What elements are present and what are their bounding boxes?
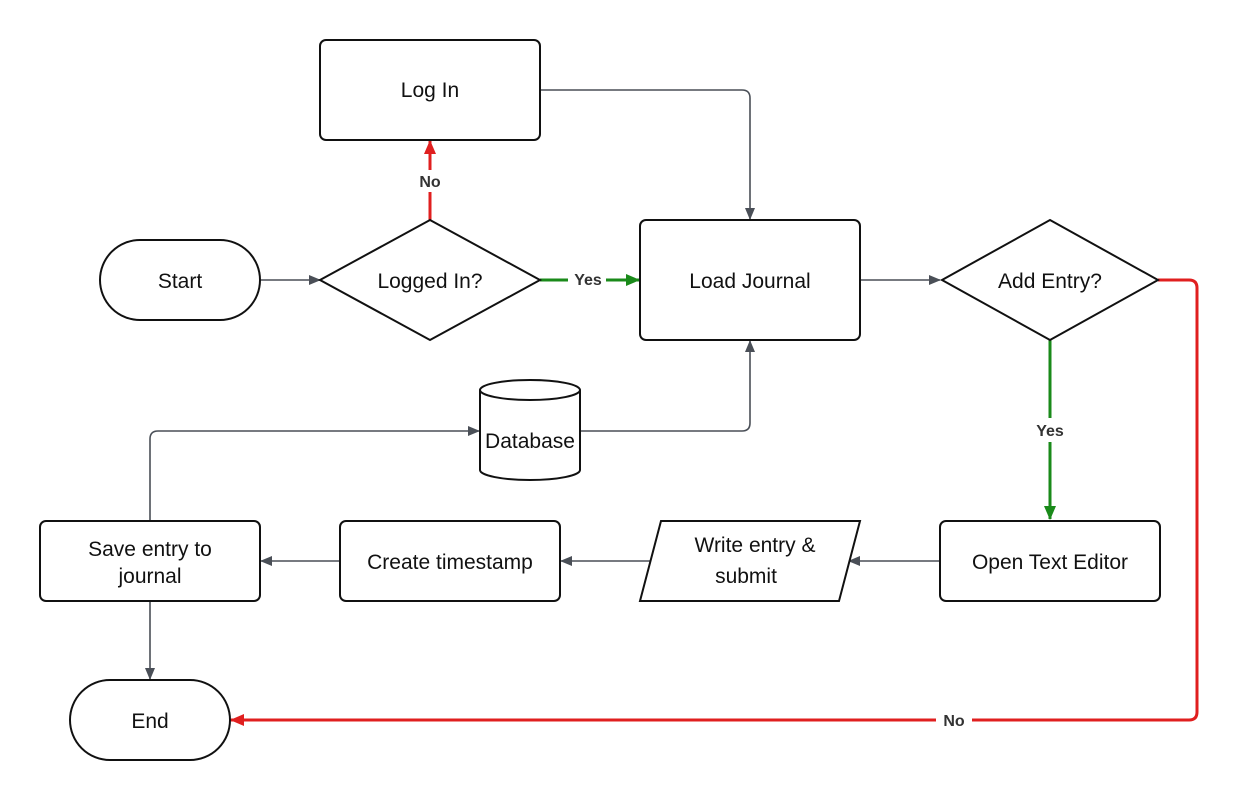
add-entry-label: Add Entry? — [998, 270, 1102, 293]
edge-add-entry-no — [230, 278, 1199, 726]
edge-label-add-entry-yes: Yes — [1036, 423, 1064, 440]
logged-in-decision-node[interactable]: Logged In? — [317, 218, 543, 342]
save-entry-label-line2: journal — [117, 565, 181, 588]
start-node[interactable]: Start — [99, 239, 261, 321]
load-journal-node[interactable]: Load Journal — [639, 219, 861, 341]
edge-log-in-to-load-journal — [540, 89, 755, 220]
edge-label-logged-in-no: No — [419, 174, 441, 191]
edge-label-bg — [568, 268, 606, 290]
add-entry-diamond-shape — [939, 218, 1161, 342]
load-journal-label: Load Journal — [689, 270, 810, 293]
save-entry-label-line1: Save entry to — [88, 538, 212, 561]
database-label: Database — [485, 430, 575, 453]
logged-in-label: Logged In? — [377, 270, 482, 293]
log-in-node[interactable]: Log In — [319, 39, 541, 141]
save-entry-process-shape — [39, 520, 261, 602]
start-terminator-shape — [99, 239, 261, 321]
open-text-editor-label: Open Text Editor — [972, 551, 1128, 574]
write-entry-label-line2: submit — [715, 565, 777, 588]
write-entry-label-line1: Write entry & — [695, 534, 816, 557]
start-label: Start — [158, 270, 203, 293]
logged-in-diamond-shape — [317, 218, 543, 342]
log-in-process-shape — [319, 39, 541, 141]
open-text-editor-process-shape — [939, 520, 1161, 602]
edge-label-bg — [1030, 418, 1070, 442]
end-terminator-shape — [69, 679, 231, 761]
edge-label-logged-in-yes: Yes — [574, 272, 602, 289]
write-entry-node[interactable]: Write entry & submit — [638, 520, 862, 602]
open-text-editor-node[interactable]: Open Text Editor — [939, 520, 1161, 602]
edge-label-bg — [936, 709, 972, 731]
create-timestamp-label: Create timestamp — [367, 551, 533, 574]
log-in-label: Log In — [401, 79, 459, 102]
create-timestamp-node[interactable]: Create timestamp — [339, 520, 561, 602]
end-label: End — [131, 710, 168, 733]
edge-save-entry-to-database — [149, 426, 480, 521]
load-journal-process-shape — [639, 219, 861, 341]
database-node[interactable]: Database — [478, 379, 581, 481]
add-entry-decision-node[interactable]: Add Entry? — [939, 218, 1161, 342]
database-cylinder-shape — [478, 379, 581, 481]
create-timestamp-process-shape — [339, 520, 561, 602]
edge-label-bg — [414, 170, 446, 192]
save-entry-node[interactable]: Save entry to journal — [39, 520, 261, 602]
write-entry-parallelogram-shape — [638, 520, 862, 602]
end-node[interactable]: End — [69, 679, 231, 761]
edge-database-to-load-journal — [580, 340, 755, 432]
edge-label-add-entry-no: No — [943, 713, 965, 730]
